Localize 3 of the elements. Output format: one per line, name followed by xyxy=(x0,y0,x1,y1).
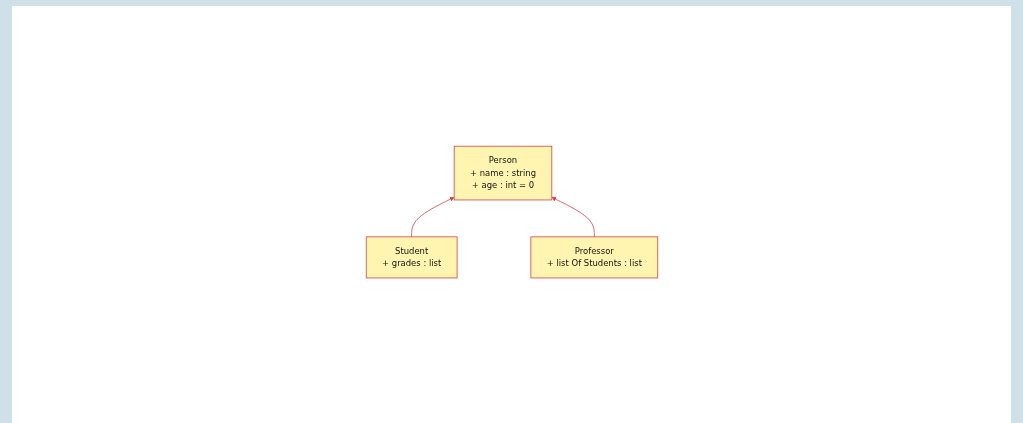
node-box: Professor + list Of Students : list xyxy=(529,236,658,279)
node-box: Person + name : string + age : int = 0 xyxy=(453,146,552,201)
node-box: Student + grades : list xyxy=(365,236,457,279)
